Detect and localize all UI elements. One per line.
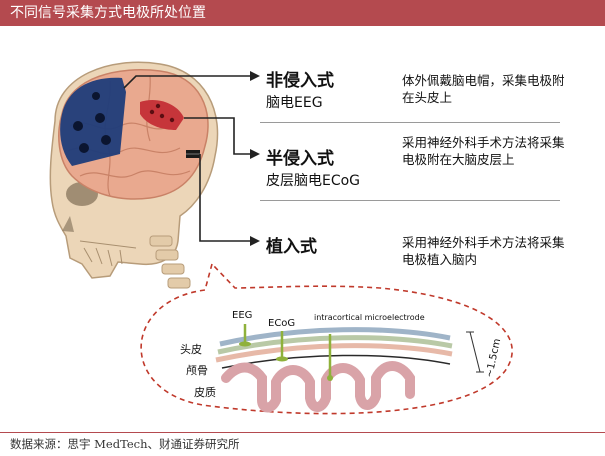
electrode-label-intracortical: intracortical microelectrode [314, 313, 425, 322]
category-desc-implanted: 采用神经外科手术方法将采集电极植入脑内 [402, 235, 565, 267]
thickness-label: ~1.5cm [484, 338, 503, 379]
arrow-semi-invasive [184, 117, 260, 159]
illustration: EEG ECoG intracortical microelectrode 头皮… [49, 61, 513, 415]
category-desc-semi-invasive: 采用神经外科手术方法将采集电极附在大脑皮层上 [402, 135, 565, 167]
electrode-label-eeg: EEG [232, 310, 252, 321]
diagram: EEG ECoG intracortical microelectrode 头皮… [0, 26, 605, 431]
layer-label-skull: 颅骨 [186, 364, 208, 377]
cross-section [215, 324, 484, 413]
separator [260, 122, 560, 123]
category-sub-semi-invasive: 皮层脑电ECoG [266, 173, 361, 189]
brain-image [58, 69, 209, 200]
layer-label-scalp: 头皮 [180, 343, 202, 356]
arrow-noninvasive [123, 71, 260, 89]
separator [260, 200, 560, 201]
electrode-label-intracortical-text: intracortical microelectrode [314, 313, 425, 322]
zoom-callout-outline [140, 262, 513, 415]
category-name-noninvasive: 非侵入式 [266, 71, 334, 91]
arrow-implanted [199, 154, 260, 246]
source-note: 数据来源：思宇 MedTech、财通证券研究所 [0, 432, 605, 456]
category-name-semi-invasive: 半侵入式 [266, 149, 334, 169]
electrode-label-ecog: ECoG [268, 318, 295, 329]
category-desc-noninvasive: 体外佩戴脑电帽，采集电极附在头皮上 [402, 73, 565, 105]
category-sub-noninvasive: 脑电EEG [266, 95, 323, 111]
layer-label-cortex: 皮质 [194, 386, 216, 399]
category-name-implanted: 植入式 [266, 237, 317, 257]
page-title: 不同信号采集方式电极所处位置 [0, 0, 605, 26]
